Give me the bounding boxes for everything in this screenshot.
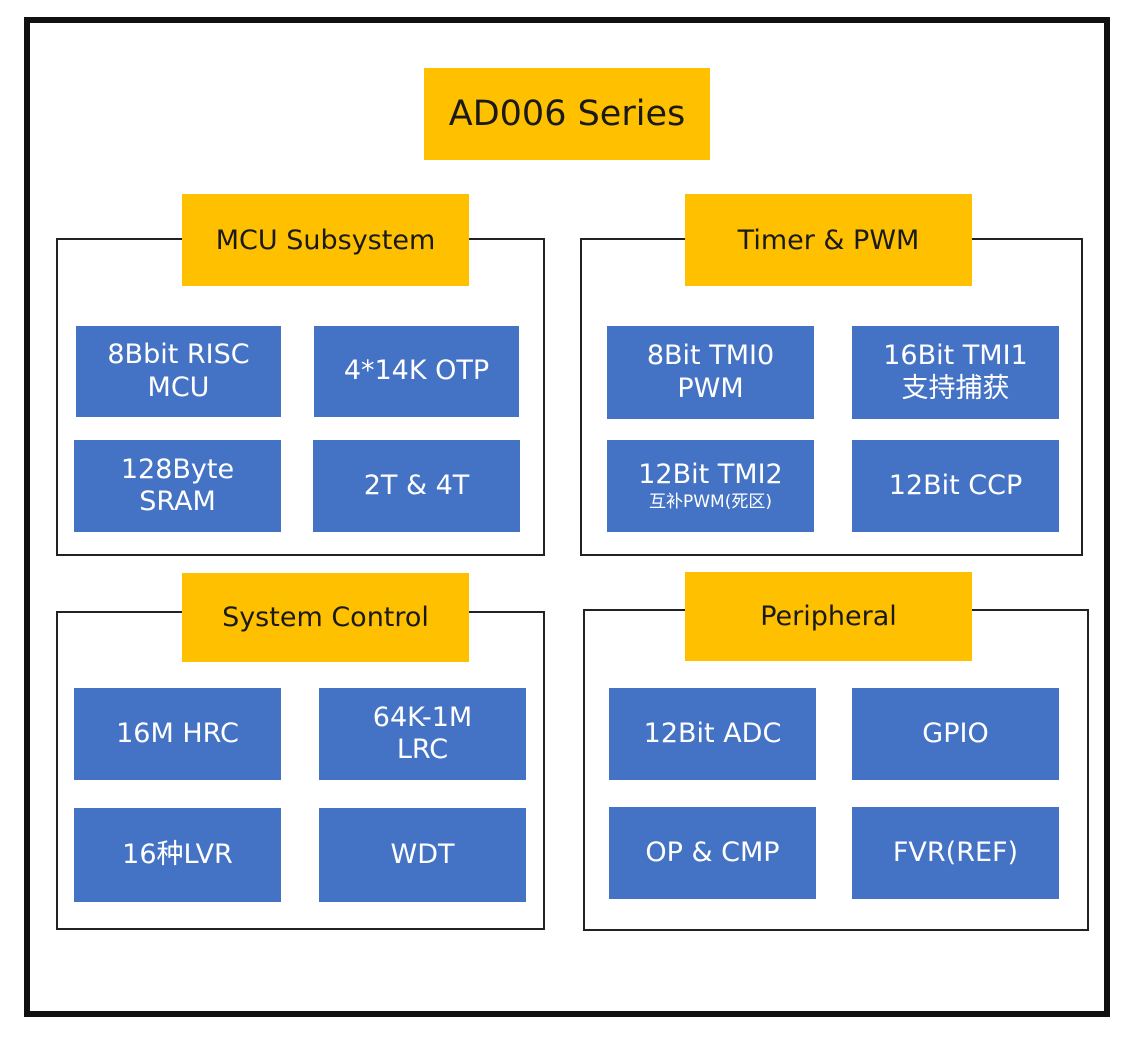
block-hrc: 16M HRC: [74, 688, 281, 780]
block-line: 2T & 4T: [363, 469, 470, 501]
block-line: 8Bit TMI0: [646, 340, 775, 372]
block-line: 支持捕获: [901, 372, 1010, 404]
block-line: 128Byte: [120, 453, 235, 485]
block-sram: 128Byte SRAM: [74, 440, 281, 532]
block-8bit-risc-mcu: 8Bbit RISC MCU: [76, 326, 281, 417]
block-wdt: WDT: [319, 808, 526, 902]
block-line: 16种LVR: [122, 838, 233, 870]
group-header-mcu-subsystem: MCU Subsystem: [182, 194, 469, 286]
block-line: GPIO: [922, 717, 989, 749]
group-header-timer-pwm: Timer & PWM: [685, 194, 972, 286]
series-title: AD006 Series: [424, 68, 710, 160]
block-line: 4*14K OTP: [343, 355, 490, 387]
block-line: 12Bit TMI2: [638, 458, 783, 490]
group-header-system-control: System Control: [182, 573, 469, 662]
block-line: PWM: [677, 372, 744, 404]
block-lvr: 16种LVR: [74, 808, 281, 902]
block-tmi1-capture: 16Bit TMI1 支持捕获: [852, 326, 1059, 419]
block-line: FVR(REF): [892, 836, 1019, 868]
block-line: 12Bit ADC: [643, 717, 782, 749]
block-otp: 4*14K OTP: [314, 326, 519, 417]
block-line: SRAM: [139, 486, 216, 517]
block-line: LRC: [396, 734, 449, 765]
block-op-cmp: OP & CMP: [609, 807, 816, 899]
block-line: 12Bit CCP: [888, 469, 1023, 501]
block-lrc: 64K-1M LRC: [319, 688, 526, 780]
block-tmi2-complementary-pwm: 12Bit TMI2 互补PWM(死区): [607, 440, 814, 532]
block-line: 8Bbit RISC: [107, 339, 250, 371]
block-line: MCU: [147, 371, 210, 403]
block-adc: 12Bit ADC: [609, 688, 816, 780]
block-line: 16M HRC: [116, 717, 239, 749]
block-ccp: 12Bit CCP: [852, 440, 1059, 532]
block-line: 64K-1M: [372, 701, 473, 733]
block-line: OP & CMP: [645, 836, 780, 868]
block-2t-4t: 2T & 4T: [313, 440, 520, 532]
block-line: 16Bit TMI1: [883, 340, 1028, 372]
block-gpio: GPIO: [852, 688, 1059, 780]
block-fvr-ref: FVR(REF): [852, 807, 1059, 899]
block-line-small: 互补PWM(死区): [649, 492, 772, 513]
group-header-peripheral: Peripheral: [685, 572, 972, 661]
block-line: WDT: [390, 838, 455, 870]
block-tmi0-pwm: 8Bit TMI0 PWM: [607, 326, 814, 419]
